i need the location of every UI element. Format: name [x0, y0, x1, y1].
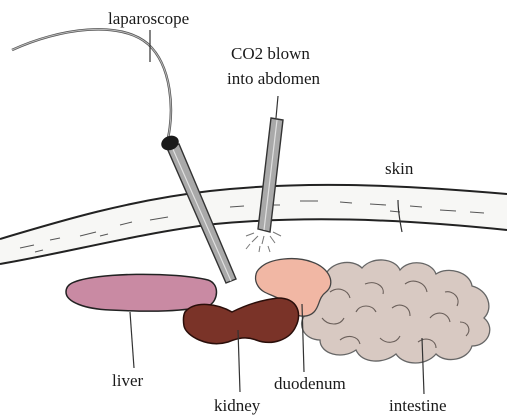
label-kidney: kidney	[214, 396, 261, 415]
label-intestine: intestine	[389, 396, 447, 415]
laparoscope-cable	[12, 29, 171, 138]
label-skin: skin	[385, 159, 414, 178]
kidney-leader	[238, 330, 240, 392]
label-co2-line2: into abdomen	[227, 69, 321, 88]
label-liver: liver	[112, 371, 143, 390]
kidney-shape	[183, 298, 298, 344]
co2-spray	[246, 232, 281, 252]
label-co2-line1: CO2 blown	[231, 44, 310, 63]
label-duodenum: duodenum	[274, 374, 346, 393]
co2-leader	[276, 96, 278, 118]
liver-leader	[130, 312, 134, 368]
skin-layer	[0, 185, 507, 264]
label-laparoscope: laparoscope	[108, 9, 189, 28]
